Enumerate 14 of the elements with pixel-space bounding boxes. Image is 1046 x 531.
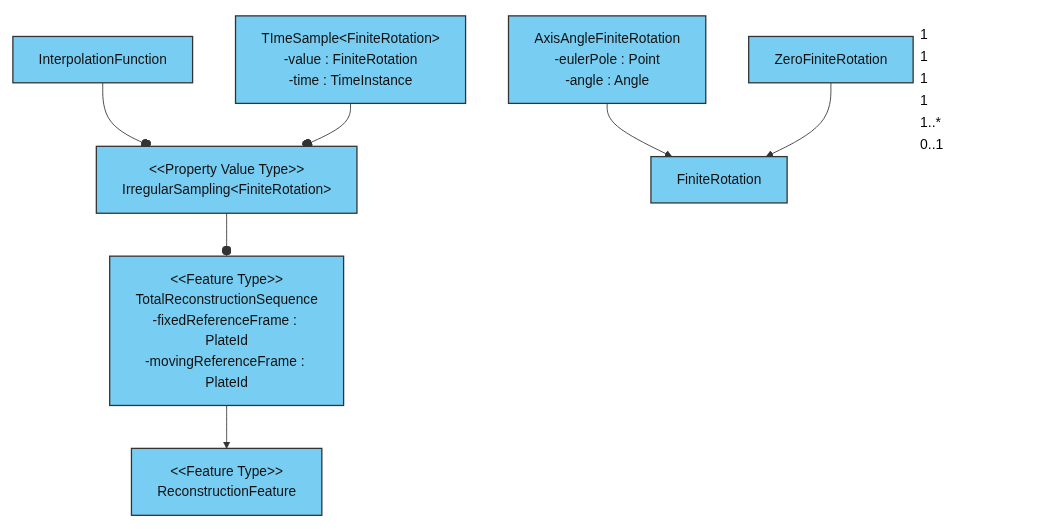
node-box: <<Property Value Type>> IrregularSampling<FiniteRotation> [95, 145, 358, 214]
node-box: InterpolationFunction [12, 35, 194, 84]
node-box: <<Feature Type>> TotalReconstructionSequence -fixedReferenceFrame : PlateId -movingReferenceFrame : PlateId [109, 255, 345, 407]
node-box: TImeSample<FiniteRotation> -value : FiniteRotation -time : TimeInstance [234, 15, 467, 104]
multiplicity-label: 1 [920, 26, 929, 42]
multiplicity-label: 0..1 [920, 136, 945, 152]
multiplicity-label: 1 [920, 48, 929, 64]
multiplicity-label: 1..* [920, 114, 942, 130]
node-box: AxisAngleFiniteRotation -eulerPole : Point -angle : Angle [507, 15, 707, 104]
node-box: ZeroFiniteRotation [748, 35, 914, 84]
multiplicity-label: 1 [920, 92, 929, 108]
node-box: <<Feature Type>> ReconstructionFeature [130, 447, 323, 516]
node-box: FiniteRotation [650, 155, 788, 204]
multiplicity-label: 1 [920, 70, 929, 86]
